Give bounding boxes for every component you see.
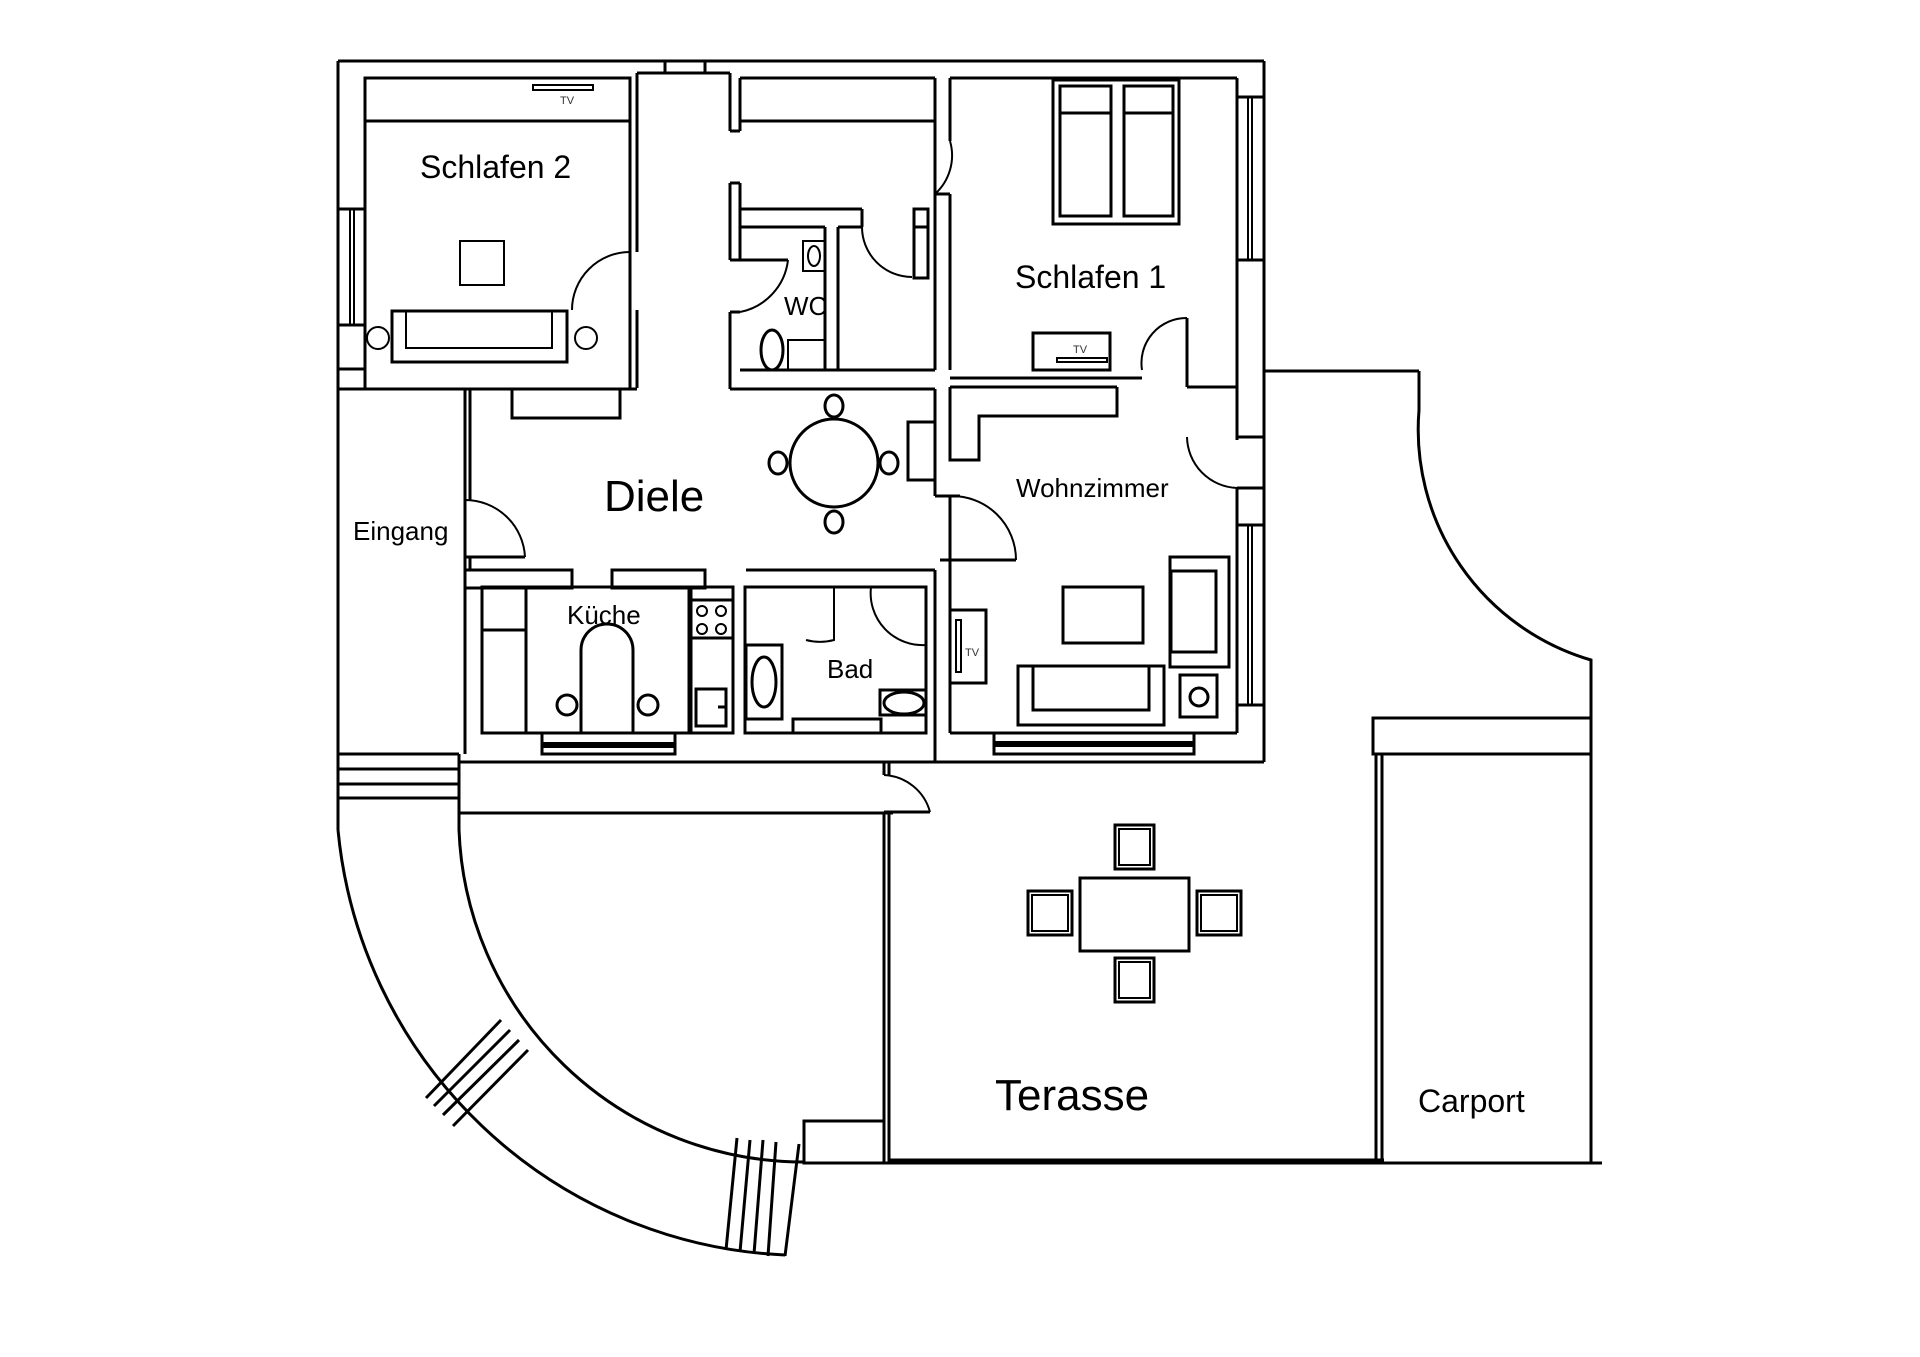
label-diele: Diele	[604, 472, 704, 521]
door-schlafen-1[interactable]	[934, 140, 953, 195]
door-schlafen-2[interactable]	[571, 251, 631, 311]
tv-icon	[955, 619, 962, 673]
room-eingang: Eingang	[338, 387, 526, 830]
room-bad: Bad	[743, 585, 928, 735]
door-wohnzimmer[interactable]	[949, 494, 1017, 561]
toilet-icon	[759, 328, 785, 372]
tv-label: TV	[965, 647, 980, 659]
label-terasse: Terasse	[995, 1071, 1149, 1120]
tv-icon	[532, 84, 594, 91]
bed-icon	[1051, 78, 1181, 226]
door-wohnzimmer-terrasse[interactable]	[1186, 436, 1238, 489]
room-schlafen-1: TV Schlafen 1	[933, 76, 1264, 440]
sofa-icon	[1016, 664, 1166, 727]
bed-icon	[390, 309, 569, 364]
dining-table-icon	[788, 417, 880, 509]
table-icon	[459, 240, 505, 286]
room-kueche: Küche	[480, 585, 735, 756]
label-bad: Bad	[827, 654, 873, 684]
label-kueche: Küche	[567, 600, 641, 630]
room-diele: Diele	[463, 389, 960, 590]
outer-walls	[336, 59, 1266, 830]
room-schlafen-2: TV	[338, 76, 632, 391]
tv-label: TV	[560, 95, 575, 107]
label-carport: Carport	[1418, 1083, 1525, 1119]
room-wc: WC	[728, 181, 935, 389]
curved-walkway	[336, 829, 804, 1257]
label-schlafen-2: Schlafen 2	[420, 149, 571, 185]
coffee-table-icon	[1061, 585, 1145, 645]
door-eingang[interactable]	[464, 498, 526, 558]
room-wohnzimmer: TV Wohnzimmer	[940, 385, 1264, 756]
toilet-icon	[882, 690, 926, 716]
room-terasse: Terasse	[459, 369, 1602, 1165]
label-schlafen-1: Schlafen 1	[1015, 259, 1166, 295]
patio-table-icon	[1078, 876, 1191, 953]
label-wohnzimmer: Wohnzimmer	[1016, 473, 1169, 503]
tv-label: TV	[1073, 344, 1088, 356]
tv-icon	[1056, 357, 1108, 363]
bathtub-icon	[744, 643, 784, 721]
door-schlafen-1b[interactable]	[1140, 316, 1188, 371]
label-wc: WC	[784, 291, 827, 321]
room-carport: Carport	[1371, 716, 1593, 1163]
label-eingang: Eingang	[353, 516, 448, 546]
